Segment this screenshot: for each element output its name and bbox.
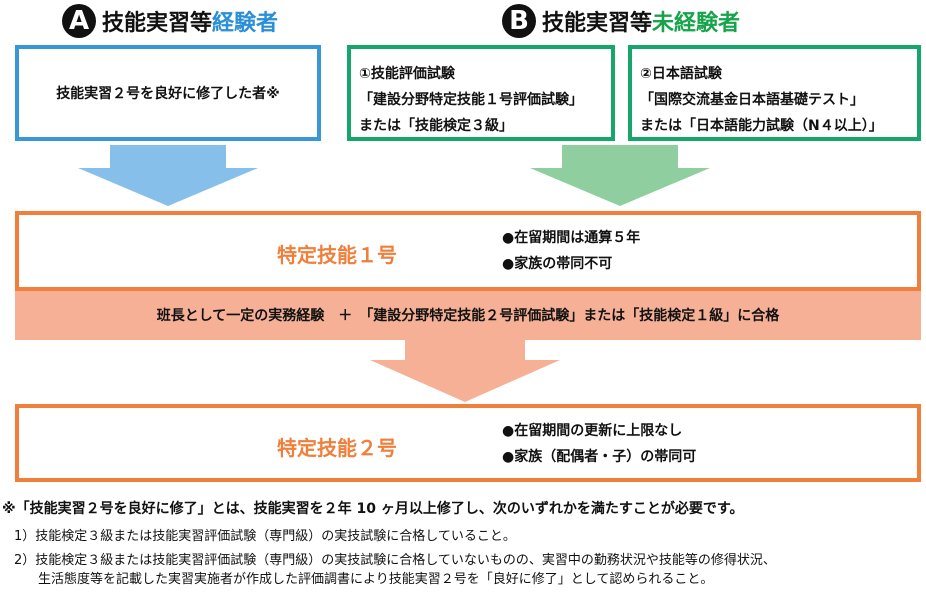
green-arrow: [530, 145, 710, 206]
bullet: ●在留期間の更新に上限なし: [502, 423, 683, 439]
header-b: B 技能実習等未経験者: [502, 4, 740, 38]
note-main: ※「技能実習２号を良好に修了」とは、技能実習を２年 10 ヶ月以上修了し、次のい…: [2, 501, 744, 517]
requirement-band: 班長として一定の実務経験 ＋ 「建設分野特定技能２号評価試験」または「技能検定１…: [15, 290, 921, 340]
box-tokutei-2: 特定技能２号 ●在留期間の更新に上限なし ●家族（配偶者・子）の帯同可: [15, 404, 921, 482]
box-b2-line: ②日本語試験: [640, 66, 722, 82]
orange-arrow: [370, 340, 560, 402]
box-skill-test: ①技能評価試験 「建設分野特定技能１号評価試験」 または「技能検定３級」: [347, 45, 615, 141]
box-b1-line: 「建設分野特定技能１号評価試験」: [359, 92, 583, 108]
band-bg: [15, 290, 921, 340]
note-item-1: 1）技能検定３級または技能実習評価試験（専門級）の実技試験に合格していること。: [14, 529, 516, 544]
badge-a: A: [62, 4, 96, 38]
note-item-2: 2）技能検定３級または技能実習評価試験（専門級）の実技試験に合格していないものの…: [14, 553, 776, 568]
header-a-prefix: 技能実習等: [102, 11, 213, 36]
bullet: ●家族の帯同不可: [502, 256, 613, 272]
tokutei-1-bullets: ●在留期間は通算５年 ●家族の帯同不可: [502, 225, 640, 277]
tokutei-1-title: 特定技能１号: [277, 243, 397, 267]
box-tokutei-1: 特定技能１号 ●在留期間は通算５年 ●家族の帯同不可: [15, 211, 921, 291]
tokutei-2-bullets: ●在留期間の更新に上限なし ●家族（配偶者・子）の帯同可: [502, 418, 696, 470]
bullet: ●家族（配偶者・子）の帯同可: [502, 449, 697, 465]
note-item-2-cont: 生活態度等を記載した実習実施者が作成した評価調書により技能実習２号を「良好に修了…: [38, 572, 714, 587]
blue-arrow: [78, 145, 258, 206]
box-japanese-test: ②日本語試験 「国際交流基金日本語基礎テスト」 または「日本語能力試験（N４以上…: [628, 45, 921, 141]
bullet: ●在留期間は通算５年: [502, 230, 641, 246]
box-b1-line: ①技能評価試験: [359, 66, 455, 82]
box-b2-line: または「日本語能力試験（N４以上）」: [640, 118, 883, 134]
box-experienced: 技能実習２号を良好に修了した者※: [15, 45, 321, 141]
header-a-accent: 経験者: [212, 11, 279, 36]
box-a-text: 技能実習２号を良好に修了した者※: [56, 86, 280, 102]
header-b-accent: 未経験者: [652, 11, 741, 36]
badge-b: B: [502, 4, 536, 38]
box-b2-line: 「国際交流基金日本語基礎テスト」: [640, 92, 864, 108]
header-b-prefix: 技能実習等: [542, 11, 653, 36]
tokutei-2-title: 特定技能２号: [277, 436, 397, 460]
box-b1-line: または「技能検定３級」: [359, 118, 513, 134]
band-text: 班長として一定の実務経験 ＋ 「建設分野特定技能２号評価試験」または「技能検定１…: [156, 308, 780, 324]
header-a: A 技能実習等経験者: [62, 4, 278, 38]
